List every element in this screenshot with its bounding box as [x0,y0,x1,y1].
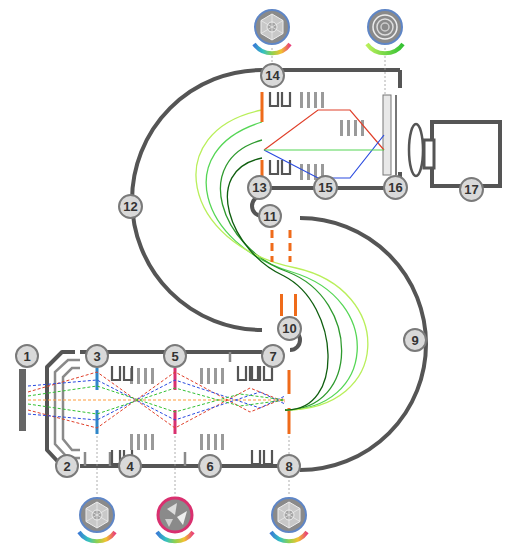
callout-text: 17 [464,183,478,196]
callout-text: 16 [388,181,402,194]
callout-number: 7 [261,344,285,368]
callout-text: 5 [171,350,178,363]
callout-number: 3 [85,344,109,368]
callout-number: 16 [383,175,408,200]
callout-number: 9 [403,328,427,352]
callout-text: 1 [23,350,30,363]
callout-text: 13 [252,181,266,194]
callout-number: 13 [247,175,272,200]
callout-number: 11 [258,204,282,228]
callout-text: 15 [318,181,332,194]
callout-number: 2 [55,454,79,478]
callout-text: 6 [206,460,213,473]
callout-number: 15 [313,175,338,200]
callout-text: 4 [126,460,133,473]
callout-text: 10 [282,322,296,335]
callout-text: 2 [63,460,70,473]
callout-number: 12 [118,194,143,219]
callout-text: 9 [411,334,418,347]
callout-number: 5 [163,344,187,368]
callout-text: 3 [93,350,100,363]
callout-number: 8 [277,454,301,478]
callout-number: 14 [260,63,285,88]
callout-text: 7 [269,350,276,363]
callout-text: 14 [265,69,279,82]
callout-number: 17 [459,177,484,202]
callout-text: 12 [123,200,137,213]
callout-number: 1 [15,344,39,368]
callout-text: 11 [263,210,277,223]
callout-number: 10 [277,316,302,341]
callout-text: 8 [285,460,292,473]
callout-number: 4 [118,454,142,478]
callout-number: 6 [198,454,222,478]
